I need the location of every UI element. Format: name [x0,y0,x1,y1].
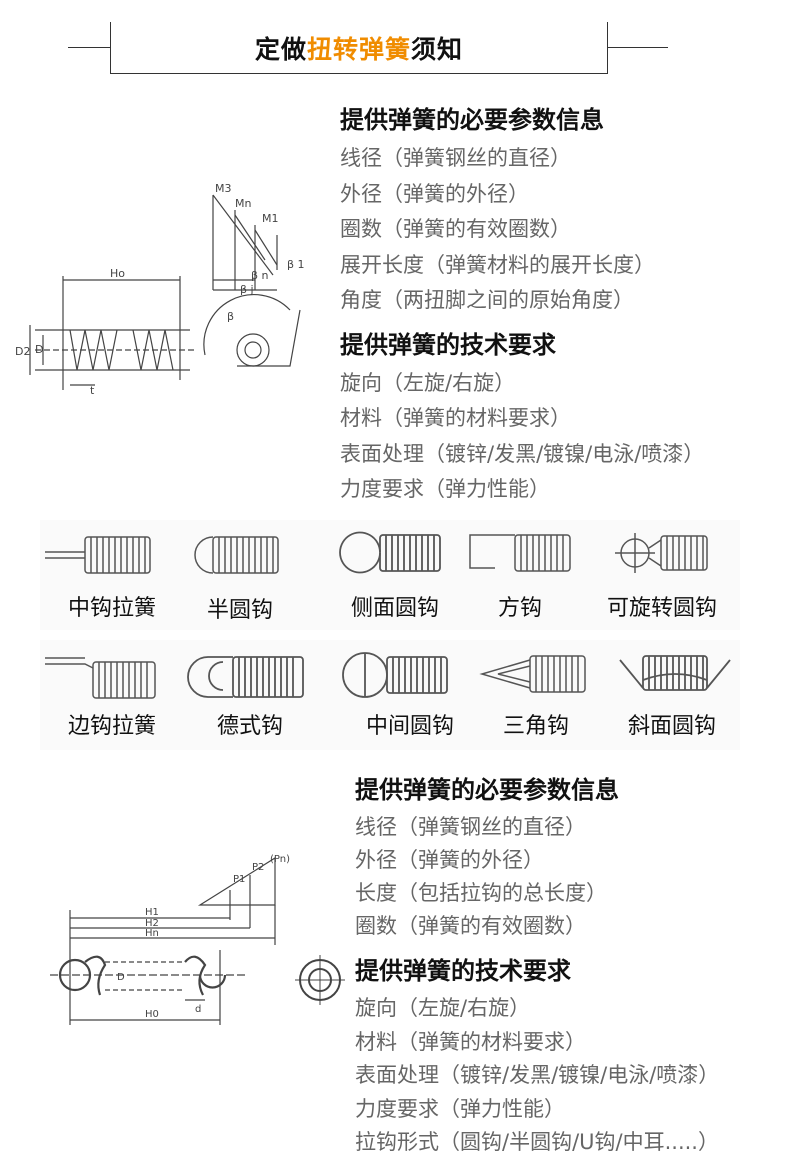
label-mn: Mn [235,197,251,210]
extension-param: 圈数（弹簧的有效圈数） [355,914,586,938]
hook-label: 斜面圆钩 [627,714,717,739]
label-ho: Ho [110,267,125,280]
torsion-spring-diagram: M3 Mn M1 β 1 β n β j Ho D2 D t β [15,182,305,397]
torsion-tech: 表面处理（镀锌/发黑/镀镍/电泳/喷漆） [340,441,705,466]
hook-label: 可旋转圆钩 [606,596,718,621]
hook-german-icon [187,656,304,698]
label-m3: M3 [215,182,232,195]
hook-center-round-icon [342,652,448,698]
extension-tech: 材料（弹簧的材料要求） [355,1029,586,1054]
hook-label: 边钩拉簧 [67,714,157,739]
extension-info: 提供弹簧的必要参数信息 线径（弹簧钢丝的直径） 外径（弹簧的外径） 长度（包括拉… [355,770,719,1160]
label-p1: P1 [233,874,245,885]
label-betan: β n [251,269,269,282]
title-frame [110,22,608,74]
hook-middle-icon [45,536,151,574]
hook-row-1: 中钩拉簧 半圆钩 侧面圆钩 方钩 可旋转圆钩 [40,520,740,630]
hook-triangle-icon [479,655,586,693]
extension-end-view-icon [295,955,345,1005]
extension-params-heading: 提供弹簧的必要参数信息 [355,776,619,804]
extension-param: 外径（弹簧的外径） [355,848,544,872]
extension-param: 长度（包括拉钩的总长度） [355,881,607,905]
torsion-info: 提供弹簧的必要参数信息 线径（弹簧钢丝的直径） 外径（弹簧的外径） 圈数（弹簧的… [340,100,704,508]
label-h0: H0 [145,1009,159,1020]
label-h2: H2 [145,918,159,929]
hook-label: 中钩拉簧 [67,596,157,621]
label-d: D [35,343,43,356]
torsion-tech: 材料（弹簧的材料要求） [340,406,571,430]
label-m1: M1 [262,212,279,225]
extension-tech: 力度要求（弹力性能） [355,1096,565,1121]
torsion-param: 线径（弹簧钢丝的直径） [340,146,571,170]
label-beta1: β 1 [287,258,305,271]
label-dd: d [195,1004,201,1015]
extension-spring-diagram: P1 P2 (Pn) H1 H2 Hn H0 D d [50,854,290,1025]
torsion-tech: 力度要求（弹力性能） [340,477,550,501]
hook-label: 中间圆钩 [365,714,455,739]
hook-half-round-icon [194,536,279,574]
hook-label: 德式钩 [216,714,284,739]
hook-label: 侧面圆钩 [350,596,440,621]
page-title: 定做扭转弹簧须知 [254,35,464,64]
extension-tech-heading: 提供弹簧的技术要求 [355,957,571,985]
label-hn: Hn [145,928,159,939]
hook-square-icon [469,534,571,572]
hook-bevel-round-icon [619,655,731,691]
label-d: D [117,972,125,983]
title-line-left [68,47,110,48]
label-betaj: β j [240,283,254,296]
title-highlight: 扭转弹簧 [306,35,411,64]
torsion-tech-heading: 提供弹簧的技术要求 [340,330,556,359]
torsion-params-heading: 提供弹簧的必要参数信息 [340,106,604,134]
label-beta: β [227,310,234,323]
hook-label: 半圆钩 [206,598,274,623]
title-line-right [608,47,668,48]
hook-side-round-icon [339,531,441,574]
hook-rotatable-round-icon [615,533,708,573]
extension-tech: 旋向（左旋/右旋） [355,996,531,1020]
label-pn: (Pn) [270,854,290,865]
label-p2: P2 [252,862,264,873]
extension-param: 线径（弹簧钢丝的直径） [355,815,586,839]
torsion-tech: 旋向（左旋/右旋） [340,370,516,395]
label-d2: D2 [15,345,30,358]
hook-row-2: 边钩拉簧 德式钩 中间圆钩 三角钩 斜面圆钩 [40,640,740,750]
extension-tech: 表面处理（镀锌/发黑/镀镍/电泳/喷漆） [355,1063,720,1087]
torsion-param: 外径（弹簧的外径） [340,181,529,206]
hook-side-icon [45,657,156,699]
torsion-param: 圈数（弹簧的有效圈数） [340,217,571,241]
label-h1: H1 [145,907,159,918]
torsion-param: 展开长度（弹簧材料的展开长度） [340,252,655,277]
label-t: t [90,384,95,397]
hook-label: 方钩 [497,596,543,621]
torsion-param: 角度（两扭脚之间的原始角度） [340,288,634,312]
hook-label: 三角钩 [502,714,570,739]
extension-tech: 拉钩形式（圆钩/半圆钩/U钩/中耳.....） [355,1130,719,1154]
